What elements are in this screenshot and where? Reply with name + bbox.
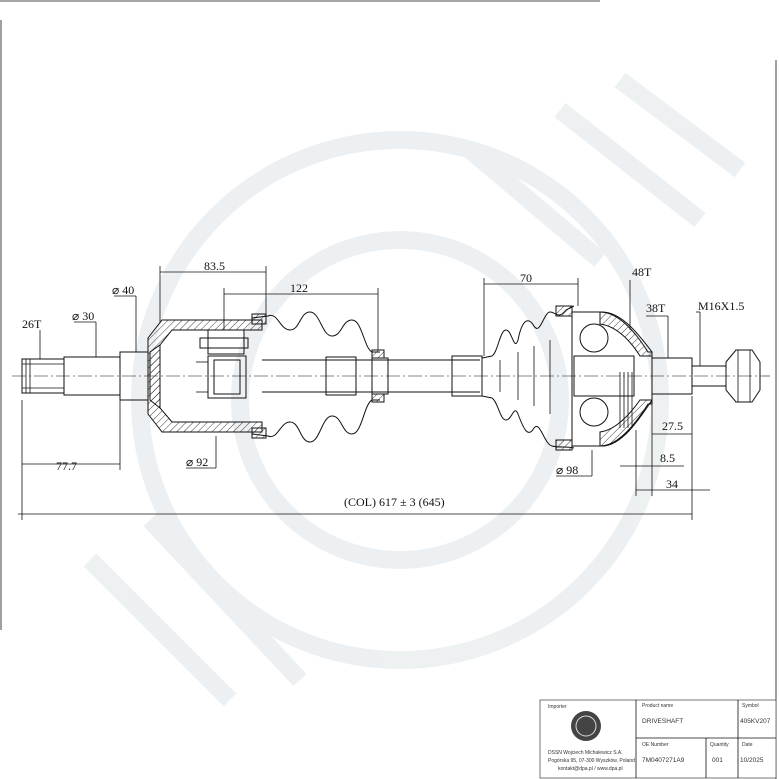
qty-value: 001 xyxy=(712,757,723,764)
dim-dia-30: ⌀ 30 xyxy=(72,309,94,323)
dim-38t: 38T xyxy=(646,301,666,315)
title-block: Importer DSSN Wojciech Michalewicz S.A. … xyxy=(539,699,777,779)
company-seal-logo xyxy=(571,711,601,741)
outer-boot xyxy=(481,305,575,451)
dimension-labels: 26T ⌀ 30 ⌀ 40 83.5 122 70 48T 38T M16X1.… xyxy=(22,259,744,509)
importer-line-1: DSSN Wojciech Michalewicz S.A. xyxy=(548,750,623,756)
dim-48t: 48T xyxy=(632,265,652,279)
symbol-label: Symbol xyxy=(742,703,759,709)
dim-dia-92: ⌀ 92 xyxy=(186,455,208,469)
dim-26t: 26T xyxy=(22,317,42,331)
dim-70: 70 xyxy=(520,271,532,285)
importer-line-2: Pogórska 95, 07-300 Wyszków, Poland xyxy=(548,758,635,764)
inner-boot xyxy=(251,311,385,443)
product-label: Product name xyxy=(642,703,673,709)
dim-8-5: 8.5 xyxy=(660,451,675,465)
dim-122: 122 xyxy=(290,281,308,295)
watermark-logo xyxy=(83,72,746,707)
importer-label: Importer xyxy=(548,704,567,710)
intermediate-shaft xyxy=(262,355,483,397)
product-value: DRIVESHAFT xyxy=(642,718,683,725)
dim-overall-length: (COL) 617 ± 3 (645) xyxy=(344,495,445,509)
dim-27-5: 27.5 xyxy=(662,419,683,433)
dim-83-5: 83.5 xyxy=(204,259,225,273)
dim-dia-40: ⌀ 40 xyxy=(112,283,134,297)
dim-thread: M16X1.5 xyxy=(698,299,744,313)
date-value: 10/2025 xyxy=(740,757,764,764)
importer-line-3: kontakt@dpa.pl / www.dpa.pl xyxy=(558,766,623,772)
date-label: Date xyxy=(742,742,753,748)
dim-dia-98: ⌀ 98 xyxy=(556,463,578,477)
dim-77-7: 77.7 xyxy=(56,459,77,473)
dimension-lines xyxy=(18,266,710,520)
oe-value: 7M0407271A9 xyxy=(642,757,685,764)
dim-34: 34 xyxy=(666,477,678,491)
qty-label: Quantity xyxy=(710,742,729,748)
oe-label: OE Number xyxy=(642,742,669,748)
symbol-value: 405KV207 xyxy=(740,718,771,725)
